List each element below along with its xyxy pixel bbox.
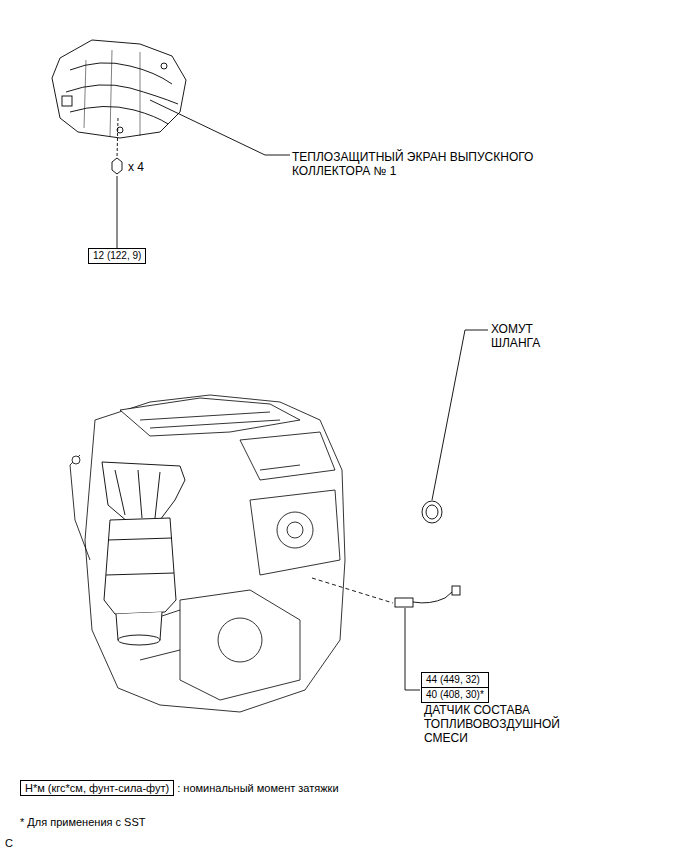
engine-assembly-part xyxy=(72,456,80,464)
engine-assembly-part xyxy=(287,522,303,538)
legend-text: : номинальный момент затяжки xyxy=(177,781,437,795)
heat-shield-part xyxy=(161,63,167,69)
exhaust-manifold-part xyxy=(102,462,185,522)
bolt-and-leaders-part xyxy=(117,176,118,248)
exhaust-manifold xyxy=(102,462,185,645)
torque-value: 40 (408, 30)* xyxy=(422,687,488,702)
part-name: ТЕПЛОЗАЩИТНЫЙ ЭКРАН ВЫПУСКНОГО КОЛЛЕКТОР… xyxy=(292,150,562,178)
bolt-and-leaders-part xyxy=(117,118,118,158)
legend-torque-box: Н*м (кгс*см, фунт-сила-фут) xyxy=(20,780,174,796)
engine-assembly-part xyxy=(218,618,262,662)
exhaust-manifold-part xyxy=(115,470,160,518)
bolt-and-leaders-part xyxy=(112,158,122,174)
heat-shield xyxy=(52,40,186,138)
torque-box: 44 (449, 32)40 (408, 30)* xyxy=(421,672,489,703)
engine-assembly-part xyxy=(140,412,280,428)
torque-box: 12 (122, 9) xyxy=(88,248,146,264)
heat-shield-part xyxy=(66,85,178,104)
part-name: ДАТЧИК СОСТАВА ТОПЛИВОВОЗДУШНОЙ СМЕСИ xyxy=(424,703,584,745)
bolt-and-leaders xyxy=(112,100,290,248)
bolt-and-leaders-part xyxy=(150,100,290,155)
sensor-and-leaders-part xyxy=(422,501,442,523)
heat-shield-part xyxy=(52,40,186,138)
quantity: x 4 xyxy=(128,160,168,174)
heat-shield-part xyxy=(84,50,140,136)
exhaust-manifold-part xyxy=(118,635,160,645)
exhaust-manifold-part xyxy=(104,518,176,614)
torque-value: 44 (449, 32) xyxy=(422,673,488,687)
sensor-and-leaders-part xyxy=(432,330,488,500)
engine-assembly-part xyxy=(70,455,90,560)
engine-assembly-part xyxy=(180,590,300,700)
sensor-and-leaders-part xyxy=(413,592,452,603)
engine-assembly-part xyxy=(250,490,340,575)
exhaust-manifold-part xyxy=(106,538,174,575)
sensor-and-leaders-part xyxy=(312,578,393,603)
engine-assembly xyxy=(70,395,345,712)
engine-assembly-part xyxy=(120,398,300,436)
part-name: ХОМУТ ШЛАНГА xyxy=(491,322,561,350)
figure-code: C xyxy=(5,836,25,850)
engine-assembly-part xyxy=(85,395,345,712)
engine-assembly-part xyxy=(240,432,335,480)
sensor-and-leaders-part xyxy=(426,505,438,519)
sensor-and-leaders-part xyxy=(405,608,420,690)
torque-value: 12 (122, 9) xyxy=(89,249,145,263)
engine-assembly-part xyxy=(277,512,313,548)
sensor-and-leaders-part xyxy=(452,586,460,595)
note: * Для применения с SST xyxy=(20,815,320,829)
heat-shield-part xyxy=(62,96,72,106)
sensor-and-leaders-part xyxy=(395,598,413,607)
sensor-and-leaders xyxy=(312,330,488,690)
unit-text: Н*м (кгс*см, фунт-сила-фут) xyxy=(21,781,173,795)
